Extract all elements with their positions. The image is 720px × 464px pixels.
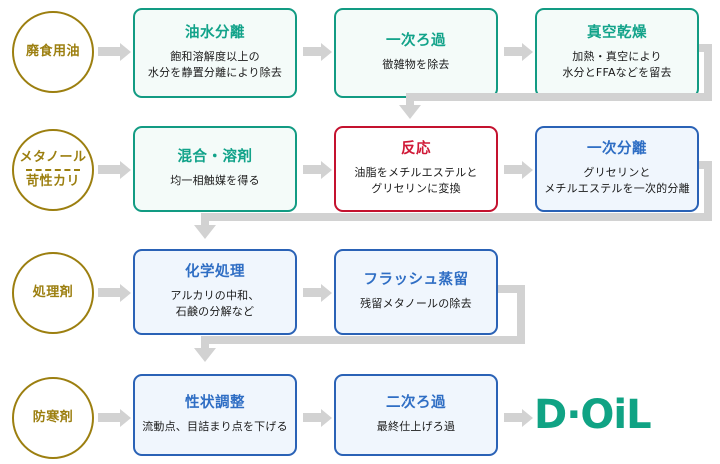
connector-row3-row4-seg-right <box>498 285 525 293</box>
input-circle-row4: 防寒剤 <box>12 377 94 459</box>
step-box-chemical-treatment: 化学処理 アルカリの中和、 石鹸の分解など <box>133 249 297 335</box>
input-circle-label: 廃食用油 <box>25 43 80 59</box>
step-desc: アルカリの中和、 石鹸の分解など <box>170 289 260 319</box>
arrow-row3-step1-to-step2 <box>303 288 321 297</box>
step-box-oil-water-separation: 油水分離 飽和溶解度以上の 水分を静置分離により除去 <box>133 8 297 98</box>
step-title: フラッシュ蒸留 <box>363 271 469 288</box>
connector-row3-row4-seg-down <box>517 285 525 342</box>
arrow-row2-input-to-step1 <box>98 165 120 174</box>
step-desc: 飽和溶解度以上の 水分を静置分離により除去 <box>147 50 283 80</box>
step-box-property-adjustment: 性状調整 流動点、目詰まり点を下げる <box>133 374 297 456</box>
input-circle-row2: メタノール 苛性カリ <box>12 129 94 211</box>
arrow-row1-step2-to-step3 <box>504 47 522 56</box>
step-desc: 徾雑物を除去 <box>382 58 450 72</box>
input-circle-label: 処理剤 <box>32 284 74 300</box>
arrow-row1-input-to-step1 <box>98 47 120 56</box>
step-desc: 流動点、目詰まり点を下げる <box>142 420 288 434</box>
input-circle-label: 防寒剤 <box>32 409 74 425</box>
step-desc: グリセリンと メチルエステルを一次的分離 <box>544 166 690 196</box>
step-title: 性状調整 <box>185 394 245 411</box>
step-box-reaction: 反応 油脂をメチルエステルと グリセリンに変換 <box>334 126 498 212</box>
connector-row3-row4-seg-drop <box>201 336 209 350</box>
arrow-row4-step1-to-step2 <box>303 413 321 422</box>
connector-row3-row4-seg-left <box>201 336 525 344</box>
connector-row1-row2-seg-drop <box>406 93 414 107</box>
doil-logo: D·OiL <box>534 392 652 438</box>
step-desc: 最終仕上げろ過 <box>376 420 456 434</box>
step-desc: 残留メタノールの除去 <box>360 297 472 311</box>
step-box-secondary-filtration: 二次ろ過 最終仕上げろ過 <box>334 374 498 456</box>
arrow-row2-step1-to-step2 <box>303 165 321 174</box>
connector-row2-row3-arrowhead <box>194 225 216 239</box>
step-title: 一次ろ過 <box>386 32 446 49</box>
step-title: 一次分離 <box>587 140 647 157</box>
input-circle-label-bottom: 苛性カリ <box>25 174 80 189</box>
step-title: 二次ろ過 <box>386 394 446 411</box>
step-title: 化学処理 <box>185 263 245 280</box>
arrow-row3-input-to-step1 <box>98 288 120 297</box>
step-desc: 油脂をメチルエステルと グリセリンに変換 <box>354 166 478 196</box>
step-desc: 加熱・真空により 水分とFFAなどを留去 <box>562 50 672 80</box>
step-box-flash-distillation: フラッシュ蒸留 残留メタノールの除去 <box>334 249 498 335</box>
step-box-primary-separation: 一次分離 グリセリンと メチルエステルを一次的分離 <box>535 126 699 212</box>
connector-row1-row2-arrowhead <box>399 105 421 119</box>
input-circle-row3: 処理剤 <box>12 252 94 334</box>
step-title: 真空乾燥 <box>587 24 647 41</box>
step-title: 油水分離 <box>185 24 245 41</box>
step-box-primary-filtration: 一次ろ過 徾雑物を除去 <box>334 8 498 98</box>
connector-row1-row2-seg-left <box>406 93 708 101</box>
input-circle-label-top: メタノール <box>19 149 87 165</box>
arrow-row4-input-to-step1 <box>98 413 120 422</box>
connector-row2-row3-seg-left <box>201 213 712 221</box>
step-box-mixing-solvent: 混合・溶剤 均一相触媒を得る <box>133 126 297 212</box>
step-box-vacuum-drying: 真空乾燥 加熱・真空により 水分とFFAなどを留去 <box>535 8 699 98</box>
arrow-row1-step1-to-step2 <box>303 47 321 56</box>
input-circle-divider <box>26 169 80 171</box>
arrow-row2-step2-to-step3 <box>504 165 522 174</box>
input-circle-row1: 廃食用油 <box>12 11 94 93</box>
connector-row2-row3-seg-down <box>704 161 712 218</box>
step-title: 混合・溶剤 <box>177 148 253 165</box>
step-title: 反応 <box>401 140 431 157</box>
connector-row3-row4-arrowhead <box>194 348 216 362</box>
step-desc: 均一相触媒を得る <box>170 174 260 188</box>
connector-row1-row2-seg-down <box>704 44 712 101</box>
arrow-row4-step2-to-logo <box>504 413 522 422</box>
connector-row2-row3-seg-drop <box>201 213 209 227</box>
